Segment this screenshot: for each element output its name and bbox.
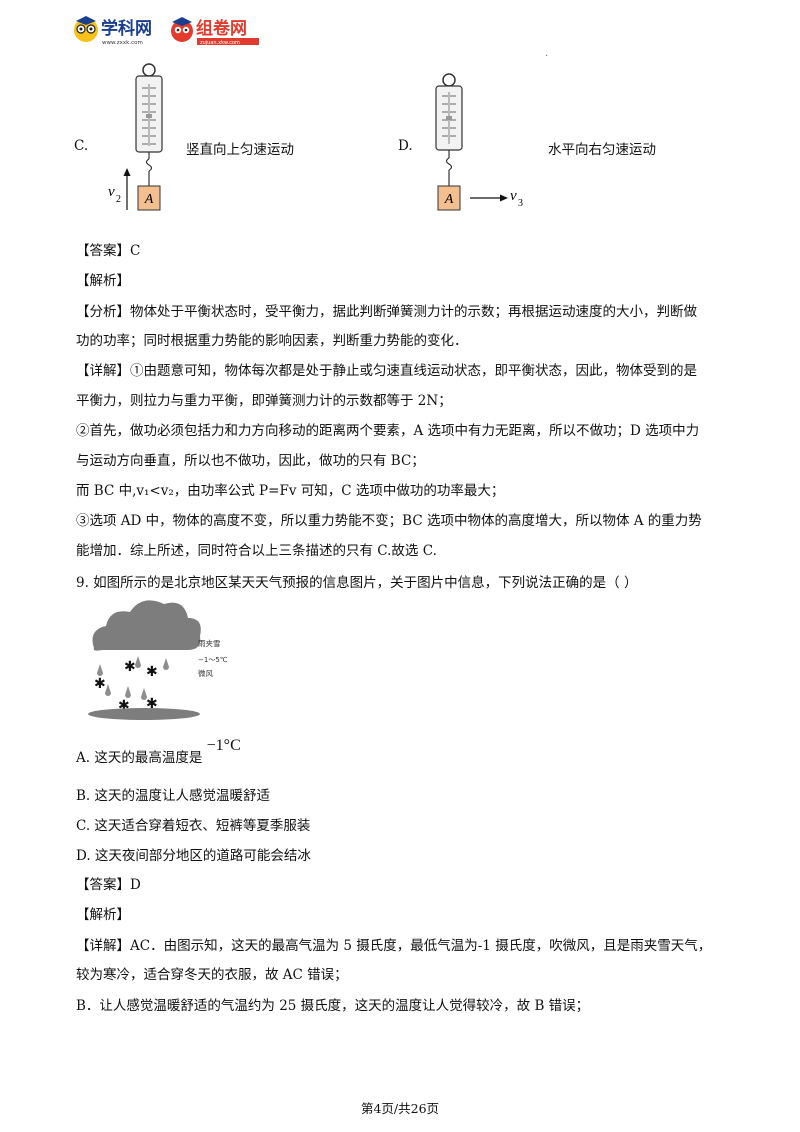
- svg-text:✱: ✱: [146, 664, 158, 680]
- q9-option-a-math: −1°C: [206, 737, 241, 754]
- q8-analysis-line: 【详解】①由题意可知，物体每次都是处于静止或匀速直线运动状态，即平衡状态，因此，…: [76, 363, 697, 379]
- zujuanwang-logo: 组卷网 zujuan.xkw.com: [171, 17, 259, 46]
- header-logos: 学科网 www.zxxk.com 组卷网 zujuan.xkw.com: [74, 16, 259, 46]
- svg-text:2: 2: [116, 194, 121, 205]
- snowflake-icon: ✱ ✱ ✱ ✱ ✱: [94, 659, 158, 714]
- option-c-label: C.: [74, 138, 89, 154]
- q8-analysis-line: 而 BC 中,v₁<v₂，由功率公式 P=Fv 可知，C 选项中做功的功率最大；: [76, 483, 505, 499]
- q9-option-a-text: A. 这天的最高温度是: [76, 750, 203, 766]
- q8-analysis-line: 平衡力，则拉力与重力平衡，即弹簧测力计的示数都等于 2N；: [76, 393, 452, 409]
- stray-dot: .: [545, 48, 549, 59]
- q9-option-b: B. 这天的温度让人感觉温暖舒适: [76, 788, 271, 804]
- q8-analysis-line: 能增加．综上所述，同时符合以上三条描述的只有 C.故选 C.: [76, 543, 437, 559]
- svg-text:✱: ✱: [146, 696, 158, 712]
- option-d-label: D.: [398, 138, 413, 154]
- svg-text:zujuan.xkw.com: zujuan.xkw.com: [200, 40, 240, 46]
- svg-text:www.zxxk.com: www.zxxk.com: [102, 40, 143, 46]
- svg-text:3: 3: [518, 198, 523, 209]
- q9-option-c: C. 这天适合穿着短衣、短裤等夏季服装: [76, 818, 311, 834]
- ground-shadow: [88, 708, 200, 720]
- option-d-caption: 水平向右匀速运动: [548, 142, 656, 158]
- weather-wind: 微风: [198, 668, 213, 678]
- spring-scale-figure-d: A v 3: [435, 73, 523, 211]
- page-footer: 第4页/共26页: [360, 1101, 440, 1116]
- spring-scale: [135, 63, 163, 186]
- q8-analysis-line: ②首先，做功必须包括力和力方向移动的距离两个要素，A 选项中有力无距离，所以不做…: [76, 423, 700, 439]
- rightward-arrow: [470, 194, 508, 202]
- q9-analysis-line: 【详解】AC．由图示知，这天的最高气温为 5 摄氏度，最低气温为-1 摄氏度，吹…: [76, 938, 712, 954]
- q9-analysis-title: 【解析】: [76, 907, 130, 923]
- cloud-icon: [92, 600, 201, 651]
- weather-forecast-figure: ✱ ✱ ✱ ✱ ✱ 雨夹雪 −1～5℃ 微风: [88, 600, 228, 720]
- q8-analysis-title: 【解析】: [76, 273, 130, 289]
- q9-option-d: D. 这天夜间部分地区的道路可能会结冰: [76, 848, 311, 864]
- q9-stem: 9. 如图所示的是北京地区某天天气预报的信息图片，关于图片中信息，下列说法正确的…: [76, 575, 638, 591]
- option-c-caption: 竖直向上匀速运动: [186, 142, 294, 158]
- block-a: [137, 185, 161, 211]
- weather-temp: −1～5℃: [198, 656, 228, 664]
- svg-text:v: v: [108, 184, 115, 200]
- q9-answer: 【答案】D: [76, 877, 141, 893]
- xuekewang-logo: 学科网 www.zxxk.com: [74, 16, 152, 46]
- svg-text:v: v: [510, 188, 517, 204]
- svg-text:✱: ✱: [94, 676, 106, 692]
- block-a: [437, 185, 461, 211]
- svg-text:A: A: [444, 192, 454, 207]
- q8-analysis-line: 与运动方向垂直，所以也不做功，因此，做功的只有 BC；: [76, 453, 425, 469]
- svg-text:学科网: 学科网: [101, 18, 152, 39]
- q9-analysis-line: 较为寒冷，适合穿冬天的衣服，故 AC 错误；: [76, 967, 348, 983]
- svg-text:✱: ✱: [118, 698, 130, 714]
- q8-analysis-line: ③选项 AD 中，物体的高度不变，所以重力势能不变；BC 选项中物体的高度增大，…: [76, 513, 702, 529]
- weather-type: 雨夹雪: [198, 638, 221, 648]
- q9-analysis-line: B．让人感觉温暖舒适的气温约为 25 摄氏度，这天的温度让人觉得较冷，故 B 错…: [76, 998, 590, 1014]
- q8-analysis-line: 功的功率；同时根据重力势能的影响因素，判断重力势能的变化．: [76, 333, 468, 349]
- upward-arrow: [123, 168, 131, 210]
- spring-scale-figure-c: A v 2: [108, 63, 163, 211]
- svg-text:组卷网: 组卷网: [196, 18, 247, 39]
- svg-text:A: A: [144, 192, 154, 207]
- svg-text:✱: ✱: [124, 659, 136, 675]
- q8-analysis-line: 【分析】物体处于平衡状态时，受平衡力，据此判断弹簧测力计的示数；再根据运动速度的…: [76, 304, 697, 320]
- spring-scale: [435, 73, 463, 186]
- q8-answer: 【答案】C: [76, 243, 141, 259]
- q9-option-a: A. 这天的最高温度是 −1°C: [76, 737, 241, 768]
- raindrop-icon: [97, 656, 169, 700]
